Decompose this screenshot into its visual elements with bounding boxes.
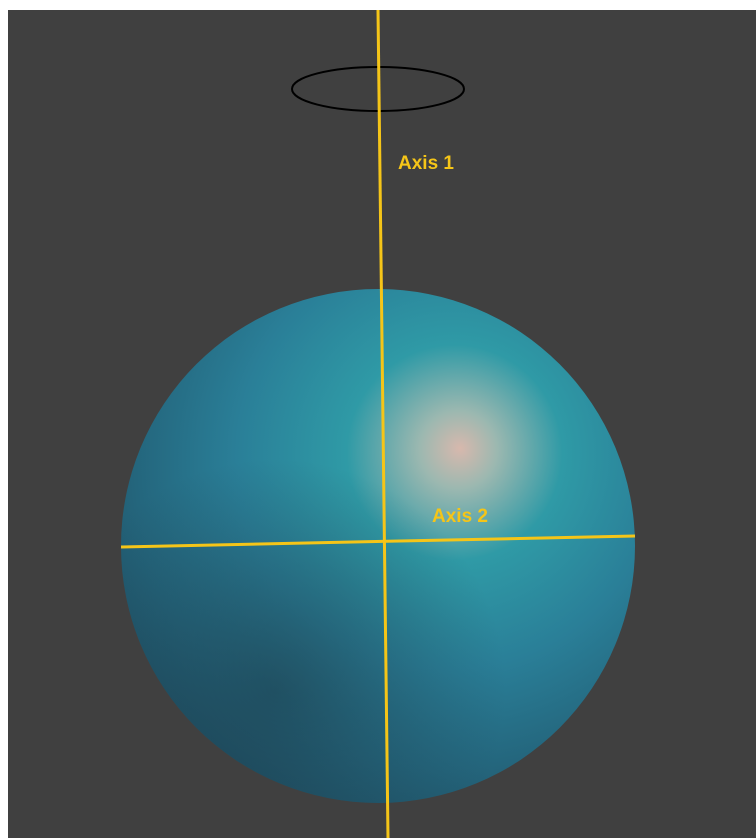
axis-1-line[interactable] [376,10,390,838]
axis-1-label: Axis 1 [398,153,454,174]
axis-2-label: Axis 2 [432,506,488,527]
3d-viewport: Axis 1 Axis 2 [8,10,756,838]
sphere-shadow [121,289,635,803]
axis-2-line[interactable] [120,534,636,549]
scene-canvas: Axis 1 Axis 2 [120,10,636,838]
